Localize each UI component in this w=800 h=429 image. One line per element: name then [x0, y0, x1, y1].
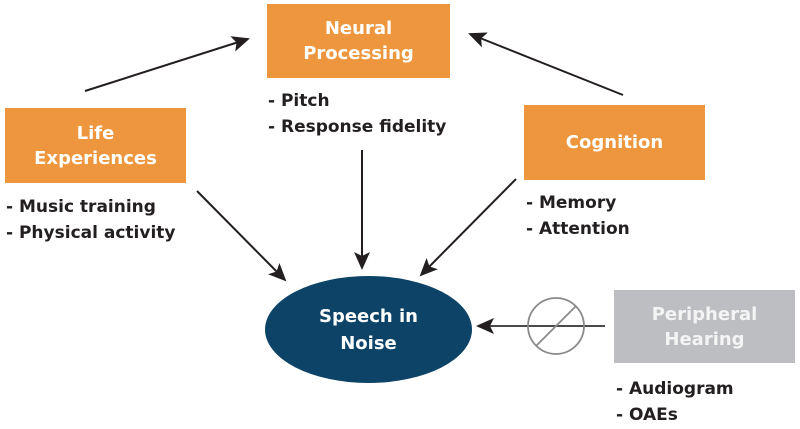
list-item: - Physical activity [6, 223, 176, 243]
edge-cognition-to-neural [468, 32, 624, 96]
node-cognition-label: Cognition [565, 132, 664, 153]
neural-processing-items: - Pitch - Response fidelity [268, 88, 446, 140]
list-item: - Music training [6, 197, 156, 217]
node-life-experiences-label: Life Experiences [34, 122, 157, 169]
edge-life-to-outcome [196, 190, 287, 282]
list-item: - Audiogram [616, 379, 734, 399]
edge-life-to-neural [84, 36, 250, 92]
list-item: - OAEs [616, 405, 678, 425]
life-experiences-items: - Music training - Physical activity [6, 194, 175, 246]
node-peripheral-hearing: Peripheral Hearing [614, 290, 795, 363]
cognition-items: - Memory - Attention [526, 190, 630, 242]
node-cognition: Cognition [524, 105, 705, 180]
peripheral-hearing-items: - Audiogram - OAEs [616, 376, 734, 428]
node-neural-processing-label: Neural Processing [303, 18, 414, 64]
edge-cognition-to-outcome [419, 178, 517, 277]
no-effect-icon [527, 297, 585, 355]
node-speech-in-noise-label: Speech in Noise [319, 305, 418, 354]
node-peripheral-hearing-label: Peripheral Hearing [651, 303, 758, 350]
node-speech-in-noise: Speech in Noise [265, 276, 472, 383]
list-item: - Response fidelity [268, 117, 447, 137]
node-neural-processing: Neural Processing [267, 4, 450, 78]
list-item: - Memory [526, 193, 617, 213]
list-item: - Pitch [268, 91, 330, 111]
list-item: - Attention [526, 219, 630, 239]
node-life-experiences: Life Experiences [5, 108, 186, 183]
